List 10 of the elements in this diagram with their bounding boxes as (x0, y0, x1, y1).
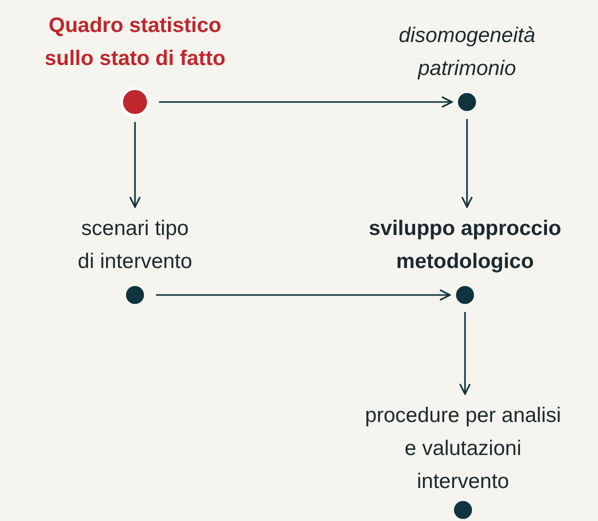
node-label: scenari tipo di intervento (76, 216, 194, 275)
arrow (461, 119, 473, 208)
node-label: procedure per analisi e valutazioni intervento (364, 403, 562, 495)
arrow (156, 289, 451, 301)
arrow (129, 122, 141, 208)
node-label: Quadro statistico sullo stato di fatto (44, 13, 226, 72)
node-label: disomogeneità patrimonio (398, 23, 536, 82)
arrow (159, 96, 453, 108)
node-label: sviluppo approccio metodologico (368, 216, 562, 275)
arrow (459, 312, 471, 395)
